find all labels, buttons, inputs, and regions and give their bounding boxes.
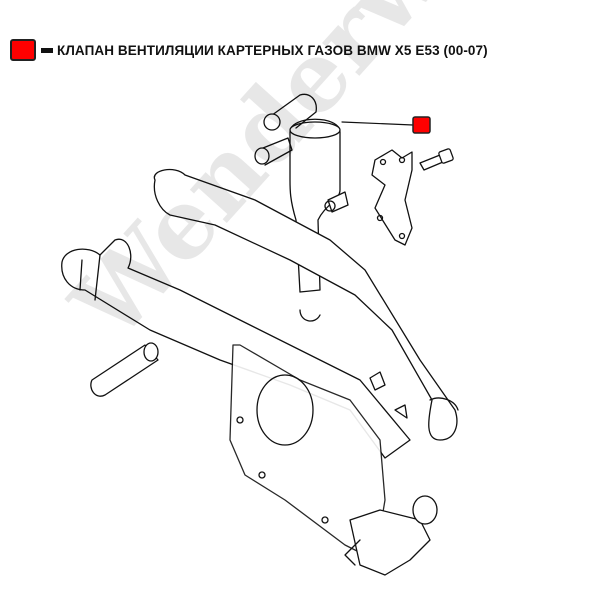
small-hose[interactable] [90, 342, 159, 397]
bolt[interactable] [419, 148, 454, 171]
callout-marker[interactable] [412, 116, 431, 134]
legend: КЛАПАН ВЕНТИЛЯЦИИ КАРТЕРНЫХ ГАЗОВ BMW X5… [10, 39, 488, 61]
part-title: КЛАПАН ВЕНТИЛЯЦИИ КАРТЕРНЫХ ГАЗОВ BMW X5… [57, 42, 488, 58]
legend-marker [10, 39, 36, 61]
mounting-bracket[interactable] [324, 149, 413, 246]
oil-separator-housing[interactable] [229, 344, 438, 576]
callout-line [341, 121, 414, 126]
legend-dash [41, 47, 53, 53]
upper-hose[interactable] [153, 168, 459, 441]
